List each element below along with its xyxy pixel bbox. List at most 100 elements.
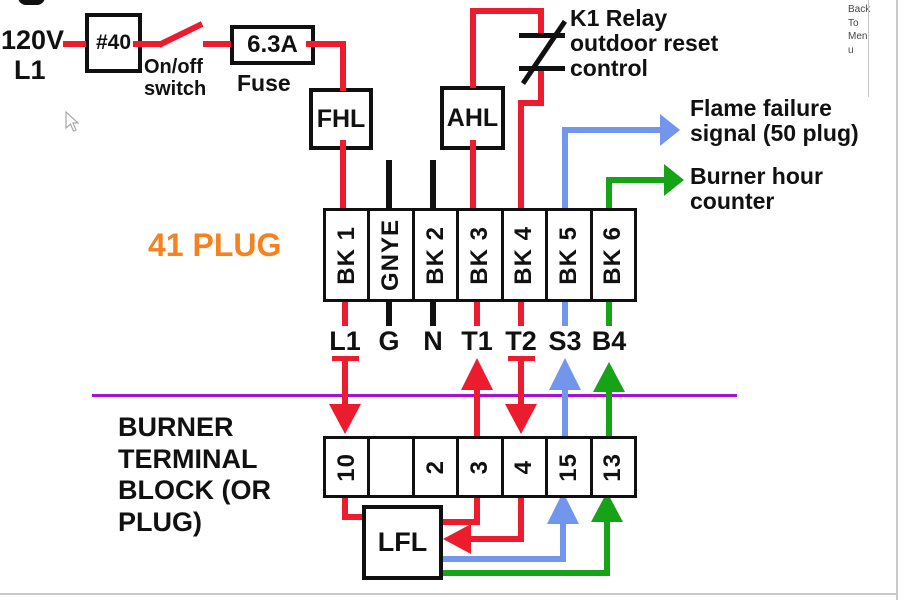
hour-counter-arrow: [664, 164, 684, 196]
plug-boundary-line: [92, 394, 737, 397]
t2-drop: [518, 356, 524, 406]
plug41-cell-label: BK 2: [421, 225, 449, 285]
burner-cell-label: 15: [554, 452, 582, 482]
stub-b4: [606, 296, 612, 326]
burner-cell-6: 15: [548, 439, 593, 495]
wire-3-down: [474, 492, 480, 525]
plug41-terminal-block: BK 1 GNYE BK 2 BK 3 BK 4 BK 5 BK 6: [323, 208, 637, 302]
wire-fuse-out-h: [306, 41, 346, 47]
t1-arrow-up: [461, 358, 493, 390]
burner-cell-2: [370, 439, 415, 495]
plug41-cell-label: BK 6: [599, 225, 627, 285]
switch-label: On/off switch: [144, 56, 207, 100]
stub-l1: [342, 296, 348, 326]
wire-k1-upper: [538, 10, 544, 35]
supply-line-label: L1: [14, 55, 46, 85]
b4-arrow-up: [593, 362, 625, 392]
wire-supply-1: [63, 41, 86, 47]
burner-cell-label: 3: [465, 459, 493, 475]
clipped-text-artifact: [18, 0, 45, 5]
burner-cell-4: 3: [459, 439, 504, 495]
wire-fuse-out-v: [340, 41, 346, 91]
wire-supply-2: [133, 41, 160, 47]
plug41-cell-label: BK 1: [332, 225, 360, 285]
page-bottom-border: [0, 593, 897, 595]
wire-13-rise: [604, 518, 610, 576]
t2-arrow-down: [505, 404, 537, 434]
wire-k1-lower: [538, 70, 544, 103]
lfl-input-arrow: [443, 524, 471, 554]
burner-cell-1: 10: [326, 439, 371, 495]
fuse-rating-label: 6.3A: [247, 31, 298, 58]
b4-drop: [606, 390, 612, 436]
plug41-cell-4: BK 3: [459, 211, 504, 299]
burner-cell-7: 13: [593, 439, 634, 495]
plug41-cell-label: BK 3: [465, 225, 493, 285]
supply-voltage-label: 120V: [1, 25, 65, 55]
plug41-cell-6: BK 5: [548, 211, 593, 299]
wire-name-G: G: [378, 326, 400, 356]
mouse-cursor: [65, 111, 80, 132]
fuse-label: Fuse: [237, 70, 291, 96]
breaker-40-box: #40: [85, 13, 142, 73]
wire-lfl-to-13: [443, 570, 610, 576]
plug41-label: 41 PLUG: [148, 227, 282, 263]
wire-name-T2: T2: [505, 326, 537, 356]
fuse-box: 6.3A: [230, 25, 315, 65]
t1-rise: [474, 388, 480, 436]
wire-bk6-up: [606, 177, 612, 208]
burner-hour-label: Burner hour counter: [690, 163, 823, 214]
burner-cell-label: 13: [599, 452, 627, 482]
wire-10-down: [342, 492, 348, 520]
lfl-box: LFL: [362, 505, 443, 580]
k1-contact-bar-upper: [519, 33, 565, 38]
wire-name-B4: B4: [591, 326, 627, 356]
fhl-label: FHL: [316, 104, 366, 133]
wire-lfl-to-3: [443, 519, 480, 525]
wire-fhl-to-bk1: [340, 140, 346, 210]
plug41-cell-label: BK 4: [510, 225, 538, 285]
burner-cell-label: 4: [510, 459, 538, 475]
page-right-border: [896, 0, 898, 600]
breaker-40-label: #40: [95, 31, 132, 54]
burner-cell-5: 4: [504, 439, 549, 495]
ahl-box: AHL: [440, 86, 505, 150]
k1-relay-label: K1 Relay outdoor reset control: [570, 5, 719, 81]
k1-contact-bar-lower: [519, 66, 565, 71]
s3-arrow-up: [549, 358, 581, 390]
wire-gnye-top: [386, 160, 392, 208]
switch-blade: [157, 21, 204, 48]
plug41-cell-1: BK 1: [326, 211, 371, 299]
stub-t1: [474, 296, 480, 326]
stub-s3: [562, 296, 568, 326]
back-to-menu-link[interactable]: Back To Men u: [848, 4, 871, 56]
menu-panel-border: [868, 0, 869, 97]
s3-drop: [562, 388, 568, 436]
stub-n: [430, 296, 436, 326]
ahl-label: AHL: [446, 103, 499, 132]
l1-arrow-down: [329, 404, 361, 434]
wire-10-to-lfl: [342, 514, 366, 520]
wire-k1-jog: [518, 100, 544, 106]
plug41-cell-5: BK 4: [504, 211, 549, 299]
wire-bk2-top: [430, 160, 436, 208]
wire-bk5-up: [562, 127, 568, 208]
plug41-cell-label: BK 5: [554, 225, 582, 285]
burner-cell-label: 10: [332, 452, 360, 482]
l1-drop: [342, 356, 348, 408]
plug41-cell-2: GNYE: [370, 211, 415, 299]
lfl-label: LFL: [377, 527, 428, 557]
wire-lfl-to-15: [443, 556, 566, 562]
wire-4-to-lfl: [468, 536, 524, 542]
plug41-cell-7: BK 6: [593, 211, 634, 299]
wire-ahl-loop-up: [470, 10, 476, 88]
wire-name-L1: L1: [329, 326, 361, 356]
wire-name-T1: T1: [461, 326, 493, 356]
flame-signal-arrow: [660, 114, 680, 146]
plug41-cell-label: GNYE: [377, 218, 405, 291]
wire-4-down: [518, 492, 524, 542]
wire-k1-to-bk4: [518, 100, 524, 208]
stub-g: [386, 296, 392, 326]
